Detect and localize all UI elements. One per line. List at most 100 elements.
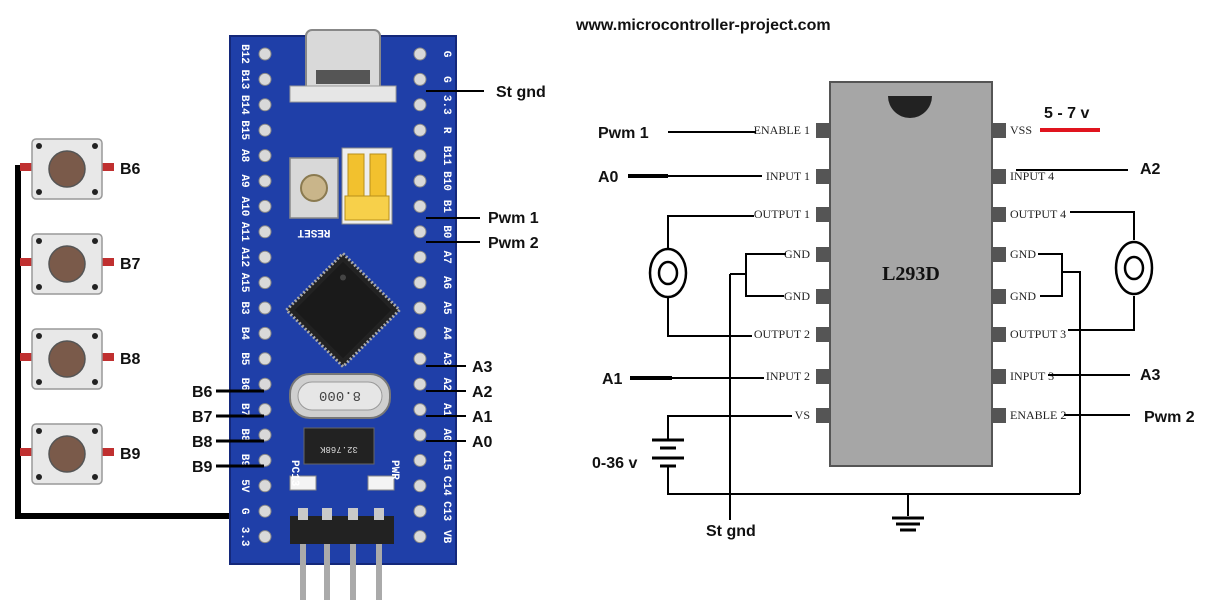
swd-header <box>290 508 394 600</box>
right-pin-hole <box>413 225 427 239</box>
right-pin-labels: GG3.3RB11B10B1B0A7A6A5A4A3A2A1A0C15C14C1… <box>440 51 452 544</box>
right-pin-hole <box>413 530 427 544</box>
left-pin-hole <box>258 504 272 518</box>
rtc-crystal-chip <box>303 427 375 465</box>
reset-label: RESET <box>297 226 330 238</box>
right-pin-hole <box>413 504 427 518</box>
right-pin-label: A7 <box>440 251 452 264</box>
l293d-ic-body <box>829 81 993 467</box>
right-pin-hole <box>413 377 427 391</box>
left-pin-hole <box>258 276 272 290</box>
ic-a3-label: A3 <box>1140 367 1161 384</box>
right-pin-hole <box>413 72 427 86</box>
right-pin-hole <box>413 428 427 442</box>
ic-left-pin <box>816 369 830 384</box>
ic-left-pin <box>816 207 830 222</box>
button-label-b7: B7 <box>120 256 141 273</box>
right-pin-label: C13 <box>440 501 452 521</box>
ic-right-pin <box>992 207 1006 222</box>
left-pin-label: 3.3 <box>238 527 250 547</box>
ic-right-pin-label: OUTPUT 4 <box>1010 207 1066 221</box>
motor-left <box>648 247 688 299</box>
battery-symbol <box>652 438 684 476</box>
right-pin-hole <box>413 149 427 163</box>
right-pin-hole <box>413 174 427 188</box>
ic-left-pin <box>816 408 830 423</box>
right-pin-label: A3 <box>440 352 452 366</box>
left-pin-label: A9 <box>238 174 250 187</box>
ic-right-pin-label: ENABLE 2 <box>1010 408 1066 422</box>
ic-left-pin-label: ENABLE 1 <box>754 123 810 137</box>
left-pin-label: 5V <box>238 479 250 493</box>
left-pin-label: B6 <box>238 378 250 391</box>
left-pin-label: B3 <box>238 301 250 315</box>
left-pin-hole <box>258 123 272 137</box>
left-pin-hole <box>258 530 272 544</box>
left-pin-label: B5 <box>238 352 250 366</box>
ground-symbol <box>892 516 924 532</box>
ic-right-pin <box>992 408 1006 423</box>
right-pin-hole <box>413 352 427 366</box>
ic-right-pin-label: INPUT 4 <box>1010 169 1054 183</box>
right-pin-label: C15 <box>440 450 452 470</box>
ic-pwm2-label: Pwm 2 <box>1144 409 1195 426</box>
left-pin-label: A10 <box>238 196 250 216</box>
ic-left-pin <box>816 169 830 184</box>
board-pwm2-label: Pwm 2 <box>488 235 539 252</box>
push-button-b8 <box>20 328 114 390</box>
ic-vss-voltage-label: 5 - 7 v <box>1044 105 1089 122</box>
ic-right-pin <box>992 289 1006 304</box>
ic-a0-label: A0 <box>598 169 619 186</box>
right-pin-label: A1 <box>440 403 452 417</box>
board-b7-label: B7 <box>192 409 213 426</box>
ic-left-pin-label: INPUT 1 <box>766 169 810 183</box>
board-b8-label: B8 <box>192 434 213 451</box>
ic-notch <box>888 96 932 118</box>
board-b9-label: B9 <box>192 459 213 476</box>
right-pin-hole <box>413 98 427 112</box>
right-pin-label: B1 <box>440 200 452 214</box>
left-pin-labels: B12B13B14B15A8A9A10A11A12A15B3B4B5B6B7B8… <box>238 44 250 547</box>
site-url: www.microcontroller-project.com <box>575 17 831 34</box>
ic-wiring <box>628 131 1135 520</box>
left-pin-hole <box>258 352 272 366</box>
button-label-b8: B8 <box>120 351 141 368</box>
motor-right <box>1114 240 1154 296</box>
right-pin-hole <box>413 47 427 61</box>
board-a0-label: A0 <box>472 434 493 451</box>
pwr-label: PWR <box>388 460 400 480</box>
left-pin-hole <box>258 47 272 61</box>
board-a2-label: A2 <box>472 384 493 401</box>
left-pin-hole <box>258 199 272 213</box>
right-pin-hole <box>413 326 427 340</box>
left-pin-hole <box>258 326 272 340</box>
left-pin-hole <box>258 72 272 86</box>
left-pin-label: B15 <box>238 120 250 140</box>
right-pin-label: A4 <box>440 327 452 341</box>
left-pin-hole <box>258 428 272 442</box>
right-pin-hole <box>413 453 427 467</box>
ic-pwm1-label: Pwm 1 <box>598 125 649 142</box>
ic-left-pin-label: VS <box>795 408 810 422</box>
left-pin-label: A15 <box>238 273 250 293</box>
ic-left-pin-label: GND <box>784 247 810 261</box>
ic-right-pin <box>992 169 1006 184</box>
ic-left-pin <box>816 123 830 138</box>
ic-left-pin <box>816 289 830 304</box>
right-pin-label: B11 <box>440 146 452 166</box>
left-pin-label: B9 <box>238 454 250 467</box>
board-a1-label: A1 <box>472 409 493 426</box>
left-pin-hole <box>258 479 272 493</box>
left-pin-hole <box>258 453 272 467</box>
left-pin-hole <box>258 174 272 188</box>
right-pin-label: G <box>440 51 452 58</box>
left-pin-hole <box>258 250 272 264</box>
right-pin-label: G <box>440 76 452 83</box>
board-a3-label: A3 <box>472 359 493 376</box>
ic-left-pin-label: OUTPUT 1 <box>754 207 810 221</box>
left-pin-hole <box>258 403 272 417</box>
ic-right-pin-label: GND <box>1010 289 1036 303</box>
